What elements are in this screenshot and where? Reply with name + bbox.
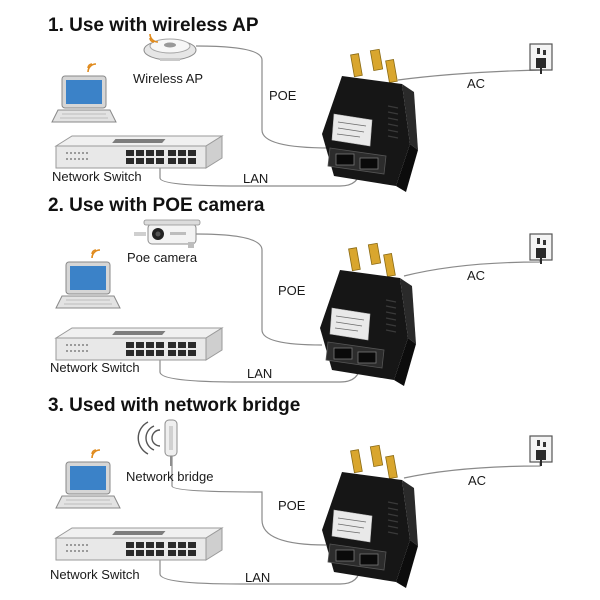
ac-cable xyxy=(403,460,541,479)
poe-label: POE xyxy=(278,283,306,298)
wall-socket-icon xyxy=(529,43,553,75)
section-wireless-ap: 1. Use with wireless AP Wireless AP Netw… xyxy=(48,15,553,193)
laptop-icon xyxy=(51,75,117,123)
poe-adapter-icon xyxy=(321,444,419,589)
wifi-signal-icon xyxy=(91,249,101,259)
section-heading: 2. Use with POE camera xyxy=(48,195,265,216)
laptop-icon xyxy=(55,461,121,509)
network-switch-icon xyxy=(55,135,223,169)
lan-label: LAN xyxy=(243,171,268,186)
lan-label: LAN xyxy=(247,366,272,381)
poe-label: POE xyxy=(269,88,297,103)
poe-cable xyxy=(195,45,331,149)
network-switch-icon xyxy=(55,327,223,361)
wireless-ap-icon xyxy=(143,38,197,61)
switch-label: Network Switch xyxy=(50,567,140,582)
section-poe-camera: 2. Use with POE camera Poe camera Networ… xyxy=(48,195,553,387)
wall-socket-icon xyxy=(529,233,553,265)
lan-label: LAN xyxy=(245,570,270,585)
device-label: Poe camera xyxy=(127,250,198,265)
poe-cable xyxy=(195,233,323,346)
section-heading: 3. Used with network bridge xyxy=(48,395,300,416)
network-switch-icon xyxy=(55,527,223,561)
wall-socket-icon xyxy=(529,435,553,467)
switch-label: Network Switch xyxy=(50,360,140,375)
poe-label: POE xyxy=(278,498,306,513)
device-label: Network bridge xyxy=(126,469,213,484)
section-network-bridge: 3. Used with network bridge Network brid… xyxy=(48,395,553,589)
ac-cable xyxy=(403,256,541,277)
poe-adapter-icon xyxy=(321,48,419,193)
wifi-signal-icon xyxy=(91,449,101,459)
wifi-signal-icon xyxy=(87,63,97,73)
device-label: Wireless AP xyxy=(133,71,203,86)
section-heading: 1. Use with wireless AP xyxy=(48,15,259,36)
network-bridge-icon xyxy=(137,419,178,466)
ac-label: AC xyxy=(468,473,486,488)
poe-camera-icon xyxy=(134,219,201,248)
lan-cable xyxy=(159,550,361,585)
poe-adapter-icon xyxy=(319,242,417,387)
ac-label: AC xyxy=(467,76,485,91)
lan-cable xyxy=(159,350,361,383)
switch-label: Network Switch xyxy=(52,169,142,184)
ac-label: AC xyxy=(467,268,485,283)
poe-cable xyxy=(171,452,327,546)
laptop-icon xyxy=(55,261,121,309)
